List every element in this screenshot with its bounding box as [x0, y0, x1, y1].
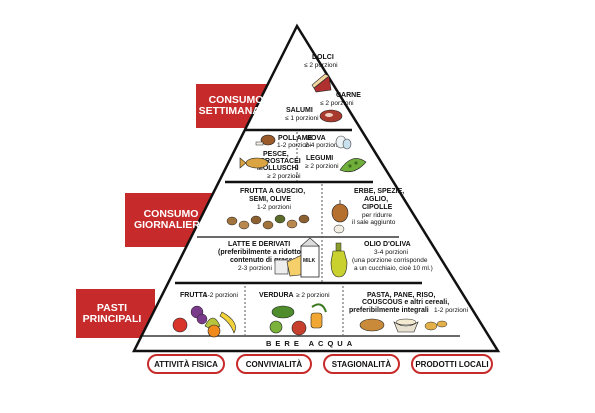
fruit-icon [172, 305, 236, 338]
pollame-portion: 1-2 porzioni [277, 142, 311, 149]
olio-portion: 3-4 porzioni [374, 249, 408, 256]
latte-line1: LATTE E DERIVATI [228, 241, 290, 248]
meals-band-label: PASTI PRINCIPALI [82, 301, 142, 325]
latte-portion: 2-3 porzioni [238, 265, 272, 272]
erbe-line3: CIPOLLE [362, 204, 393, 211]
erbe-note1: per ridurre [362, 212, 392, 219]
pesce-line2: CROSTACEI [260, 158, 301, 165]
latte-line3: contenuto di grasso) [230, 257, 299, 264]
frutta-label: FRUTTA [180, 292, 207, 299]
carne-portion: ≤ 2 porzioni [320, 100, 354, 107]
dairy-icon: MILK [274, 237, 320, 278]
fish-icon [239, 157, 269, 169]
carne-label: CARNE [336, 92, 361, 99]
olive-oil-bottle-icon [330, 242, 348, 278]
onion-garlic-icon [331, 200, 349, 234]
cake-slice-icon [311, 73, 332, 93]
olio-note2: a un cucchiaio, cioè 10 ml.) [354, 265, 433, 272]
olio-label: OLIO D'OLIVA [364, 241, 411, 248]
chicken-leg-icon [255, 134, 276, 146]
legumes-icon [339, 158, 367, 173]
eggs-icon [335, 135, 352, 150]
pasta-line2: COUSCOUS e altri cereali, [362, 299, 449, 306]
water-label: BERE ACQUA [266, 339, 356, 348]
pollame-label: POLLAME [278, 135, 313, 142]
nuts-icon [226, 214, 310, 230]
erbe-line2: AGLIO, [364, 196, 388, 203]
frutta-guscio-portion: 1-2 porzioni [257, 204, 291, 211]
uova-portion: 2-4 porzioni [305, 142, 339, 149]
pyramid-outline [131, 23, 501, 353]
erbe-note2: il sale aggiunto [352, 219, 396, 226]
latte-line2: (preferibilmente a ridotto [218, 249, 301, 256]
pill-stagionalita: STAGIONALITÀ [323, 354, 400, 374]
dolci-portion: ≤ 2 porzioni [304, 62, 338, 69]
vegetables-icon [269, 303, 327, 336]
salumi-label: SALUMI [286, 107, 313, 114]
verdura-label: VERDURA [259, 292, 294, 299]
olio-note1: (una porzione corrisponde [352, 257, 428, 264]
pill-attivita-fisica: ATTIVITÀ FISICA [147, 354, 225, 374]
dolci-label: DOLCI [312, 54, 334, 61]
bread-pasta-icon [359, 318, 448, 333]
erbe-line1: ERBE, SPEZIE, [354, 188, 404, 195]
svg-text:MILK: MILK [303, 258, 316, 264]
pesce-line1: PESCE, [263, 151, 289, 158]
verdura-portion: ≥ 2 porzioni [296, 292, 330, 299]
pasta-portion: 1-2 porzioni [434, 307, 468, 314]
pasta-line3: preferibilmente integrali [349, 307, 429, 314]
frutta-guscio-line2: SEMI, OLIVE [249, 196, 291, 203]
pill-convivialita: CONVIVIALITÀ [236, 354, 312, 374]
daily-band-label: CONSUMO GIORNALIERO [133, 208, 209, 231]
pesce-line3: MOLLUSCHI [257, 165, 299, 172]
meals-ribbon [76, 289, 155, 338]
pesce-portion: ≥ 2 porzioni [267, 173, 301, 180]
pill-prodotti-locali: PRODOTTI LOCALI [411, 354, 493, 374]
meat-steak-icon [319, 109, 343, 123]
weekly-band-label: CONSUMO SETTIMANALE [198, 94, 274, 117]
legumi-label: LEGUMI [306, 155, 333, 162]
salumi-portion: ≤ 1 porzioni [285, 115, 319, 122]
pasta-line1: PASTA, PANE, RISO, [367, 292, 436, 299]
uova-label: UOVA [306, 135, 326, 142]
frutta-guscio-line1: FRUTTA A GUSCIO, [240, 188, 305, 195]
frutta-portion: 1-2 porzioni [204, 292, 238, 299]
legumi-portion: ≥ 2 porzioni [305, 163, 339, 170]
